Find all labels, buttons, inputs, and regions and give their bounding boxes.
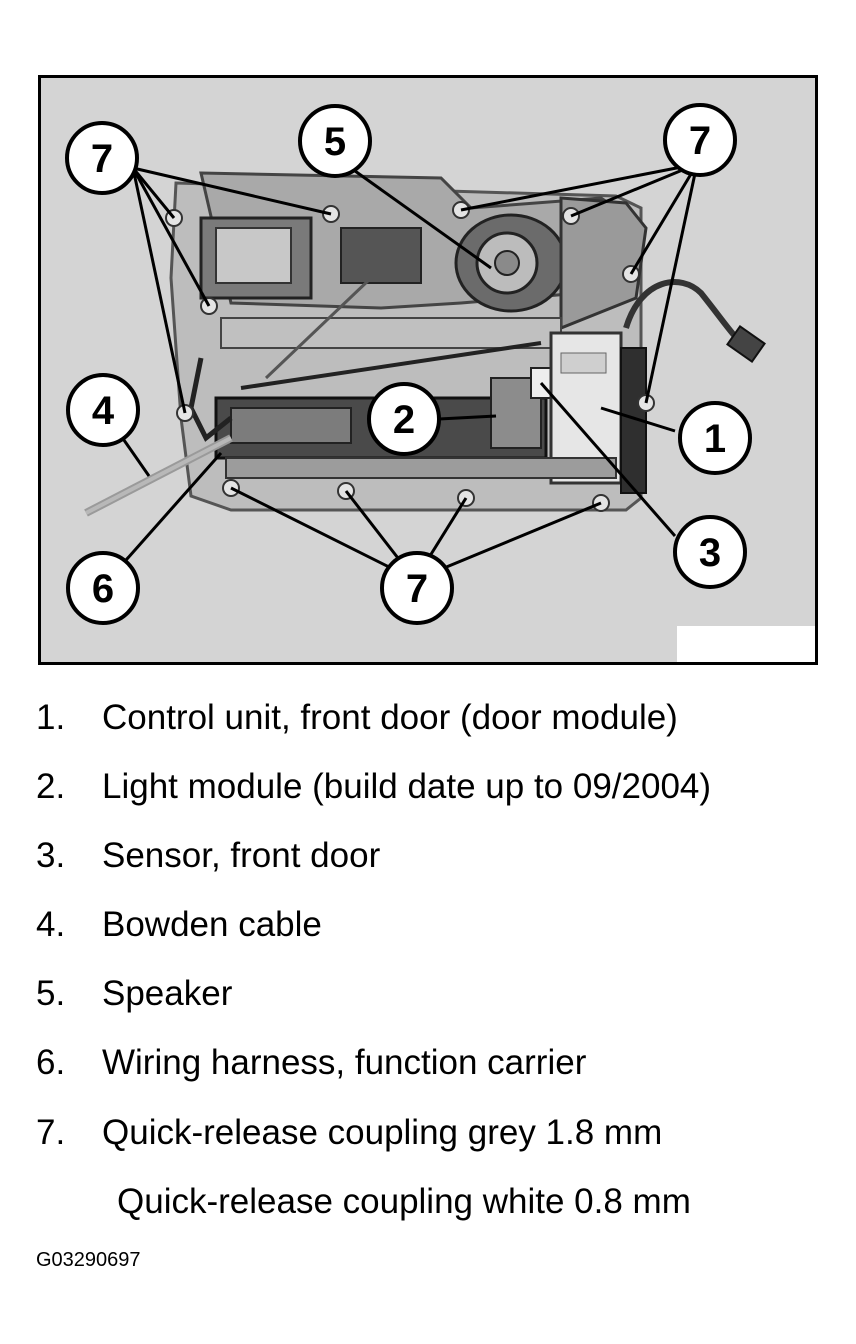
callout-number-7: 7 <box>91 137 113 181</box>
legend-text: Wiring harness, function carrier <box>102 1043 587 1082</box>
callout-number-2: 2 <box>393 398 415 442</box>
callout-number-5: 5 <box>324 120 346 164</box>
figure-id: G03290697 <box>36 1249 141 1271</box>
legend-number: 4. <box>36 905 66 944</box>
legend-text: Light module (build date up to 09/2004) <box>102 767 712 806</box>
legend-text: Quick-release coupling grey 1.8 mm <box>102 1113 663 1152</box>
callout-3: 3 <box>673 515 747 589</box>
door-module-photo: 7 5 7 4 2 1 3 6 <box>38 75 818 665</box>
legend-number: 5. <box>36 974 66 1013</box>
legend-item-7-continuation: Quick-release coupling white 0.8 mm <box>117 1182 691 1221</box>
legend-text: Sensor, front door <box>102 836 381 875</box>
legend-number: 1. <box>36 698 66 737</box>
legend-text: Bowden cable <box>102 905 322 944</box>
callout-4: 4 <box>66 373 140 447</box>
callout-number-7: 7 <box>406 567 428 611</box>
callout-number-6: 6 <box>92 567 114 611</box>
callout-number-4: 4 <box>92 389 115 433</box>
legend-text: Control unit, front door (door module) <box>102 698 678 737</box>
callout-2: 2 <box>367 382 441 456</box>
callout-6: 6 <box>66 551 140 625</box>
legend-number: 2. <box>36 767 66 806</box>
legend-number: 3. <box>36 836 66 875</box>
callout-5: 5 <box>298 104 372 178</box>
callout-7-bottom: 7 <box>380 551 454 625</box>
callout-7-top-right: 7 <box>663 103 737 177</box>
legend-number: 6. <box>36 1043 66 1082</box>
callout-7-top-left: 7 <box>65 121 139 195</box>
legend-text: Speaker <box>102 974 233 1013</box>
callout-1: 1 <box>678 401 752 475</box>
callout-number-3: 3 <box>699 531 721 575</box>
callout-number-1: 1 <box>704 417 726 461</box>
legend-number: 7. <box>36 1113 66 1152</box>
speaker-graphic <box>454 213 568 313</box>
callout-number-7: 7 <box>689 119 711 163</box>
